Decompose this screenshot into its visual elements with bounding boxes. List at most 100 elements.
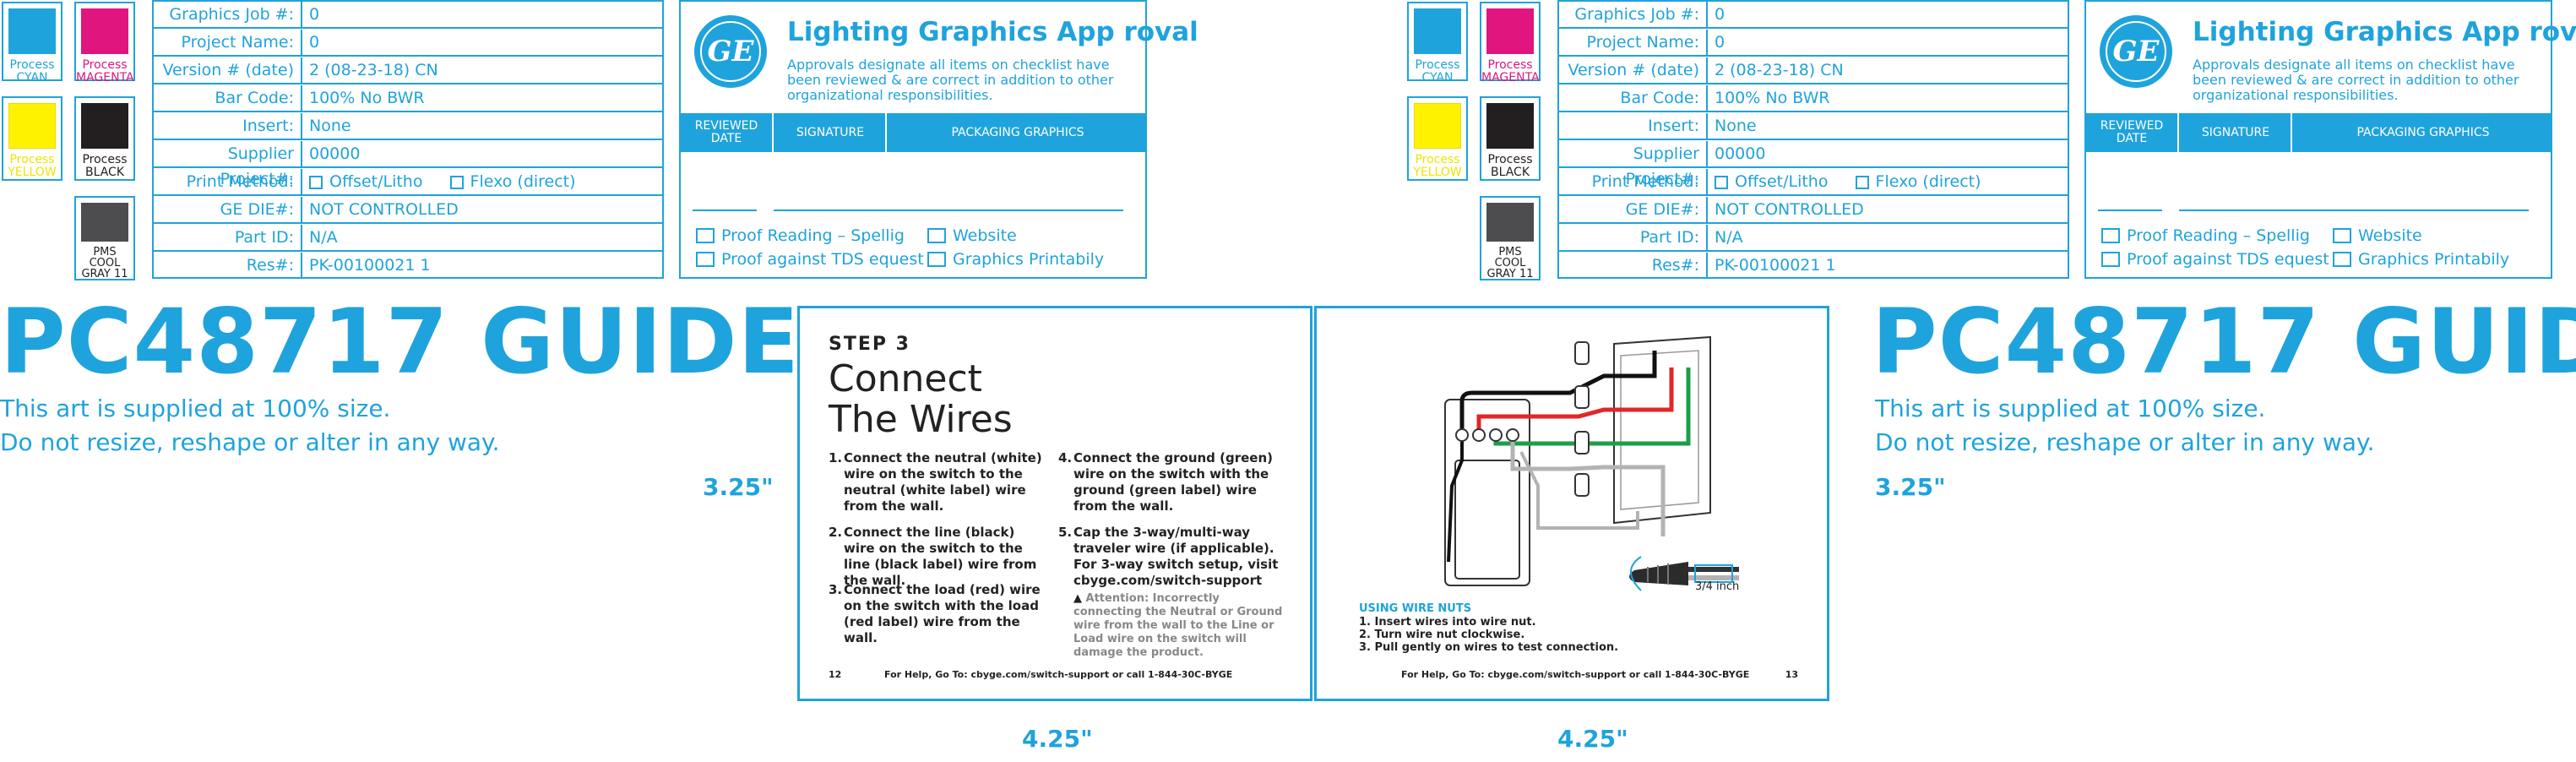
info-row: Res#: PK-00100021 1 xyxy=(1559,253,2068,280)
col-packaging-graphics: PACKAGING GRAPHICS xyxy=(2291,113,2554,152)
checkbox-icon[interactable] xyxy=(696,252,715,267)
check-printability[interactable]: Graphics Printabily xyxy=(927,250,1104,269)
approval-title: Lighting Graphics App roval xyxy=(787,17,1198,47)
check-proof-reading[interactable]: Proof Reading – Spellig xyxy=(2101,226,2310,245)
info-value: N/A xyxy=(309,228,338,247)
job-info-table-left: Graphics Job #:0 Project Name:0 Version … xyxy=(152,0,664,279)
guide-line-2: Do not resize, reshape or alter in any w… xyxy=(1875,428,2375,456)
wire-nuts-step: 2. Turn wire nut clockwise. xyxy=(1359,629,1525,641)
check-proof-tds[interactable]: Proof against TDS equest xyxy=(2101,250,2329,269)
info-row: Graphics Job #: 0 xyxy=(1559,2,2068,29)
check-proof-tds[interactable]: Proof against TDS equest xyxy=(696,250,924,269)
instruction-1: 1.Connect the neutral (white) wire on th… xyxy=(829,450,1042,514)
info-key: Print Method: xyxy=(154,169,302,194)
flexo-label: Flexo (direct) xyxy=(470,172,576,191)
wire-red xyxy=(1476,367,1674,435)
swatch-label: Process BLACK xyxy=(82,153,128,179)
info-key: Res#: xyxy=(1559,253,1708,278)
info-value: NOT CONTROLLED xyxy=(1715,200,1864,219)
instruction-4: 4.Connect the ground (green) wire on the… xyxy=(1058,450,1274,514)
info-key: GE DIE#: xyxy=(1559,197,1708,222)
swatch-label: Process MAGENTA xyxy=(76,58,134,84)
info-value: 0 xyxy=(1715,33,1725,52)
info-key: Project Name: xyxy=(154,30,302,55)
print-method-options: Offset/Litho Flexo (direct) xyxy=(309,169,576,194)
swatch-chip xyxy=(1486,103,1534,149)
height-dimension-right: 3.25" xyxy=(1875,473,1946,501)
swatch-cyan: Process CYAN xyxy=(1407,2,1468,84)
guide-instructions-left: This art is supplied at 100% size. Do no… xyxy=(0,392,500,460)
step-label: STEP 3 xyxy=(829,334,910,355)
flexo-checkbox[interactable] xyxy=(449,176,464,189)
info-key: Part ID: xyxy=(154,225,302,250)
check-label: Website xyxy=(2358,226,2422,245)
wire-nuts-steps: 1. Insert wires into wire nut. 2. Turn w… xyxy=(1359,616,1618,654)
info-value: 0 xyxy=(1715,5,1725,24)
info-value: 100% No BWR xyxy=(309,89,425,107)
swatch-black: Process BLACK xyxy=(1480,96,1541,181)
instruction-3: 3.Connect the load (red) wire on the swi… xyxy=(829,582,1041,645)
info-row: Graphics Job #:0 xyxy=(154,2,662,29)
approval-header-bar: REVIEWED DATE SIGNATURE PACKAGING GRAPHI… xyxy=(681,113,1145,152)
check-website[interactable]: Website xyxy=(2333,226,2422,245)
check-website[interactable]: Website xyxy=(927,226,1017,245)
check-label: Proof Reading – Spellig xyxy=(2127,226,2310,245)
swatch-black: Process BLACK xyxy=(74,96,135,181)
approval-title: Lighting Graphics App roval xyxy=(2193,17,2576,47)
checkbox-icon[interactable] xyxy=(927,252,946,267)
check-printability[interactable]: Graphics Printabily xyxy=(2333,250,2509,269)
approval-panel-right: GE Lighting Graphics App roval Approvals… xyxy=(2084,0,2576,279)
info-value: PK-00100021 1 xyxy=(1715,256,1836,275)
info-row: Part ID:N/A xyxy=(1559,225,2068,252)
checkbox-icon[interactable] xyxy=(927,228,946,243)
info-value: 2 (08-23-18) CN xyxy=(1715,61,1844,79)
checkbox-icon[interactable] xyxy=(2101,252,2120,267)
info-value: NOT CONTROLLED xyxy=(309,200,459,219)
check-label: Proof against TDS equest xyxy=(721,250,924,269)
guide-title-right: PC48717 GUIDE xyxy=(1872,290,2576,394)
guide-line-1: This art is supplied at 100% size. xyxy=(0,395,391,422)
swatch-label: Process CYAN xyxy=(9,58,55,84)
info-key: Version # (date) xyxy=(1559,57,1708,83)
page-number-left: 12 xyxy=(829,669,842,680)
check-label: Graphics Printabily xyxy=(953,250,1105,269)
swatch-chip xyxy=(1414,103,1461,149)
info-key: Version # (date) xyxy=(154,57,302,83)
offset-checkbox[interactable] xyxy=(1715,176,1728,189)
booklet-page-left: STEP 3 Connect The Wires 1.Connect the n… xyxy=(797,306,1312,701)
info-row: Supplier Project#:00000 xyxy=(1559,141,2068,188)
date-line xyxy=(693,210,757,211)
info-row: GE DIE#:NOT CONTROLLED xyxy=(154,197,662,224)
info-key: Insert: xyxy=(1559,113,1708,139)
check-label: Proof against TDS equest xyxy=(2127,250,2329,269)
check-proof-reading[interactable]: Proof Reading – Spellig xyxy=(696,226,905,245)
wire-nuts-title: USING WIRE NUTS xyxy=(1359,602,1472,615)
height-dimension-left: 3.25" xyxy=(703,473,774,501)
checkbox-icon[interactable] xyxy=(2101,228,2120,243)
swatch-chip xyxy=(8,8,56,54)
wire-nut xyxy=(1574,341,1590,365)
info-key: Graphics Job #: xyxy=(1559,2,1708,27)
checkbox-icon[interactable] xyxy=(2333,252,2351,267)
info-row: Project Name:0 xyxy=(1559,30,2068,57)
info-value: 2 (08-23-18) CN xyxy=(309,61,438,79)
swatch-chip xyxy=(1486,203,1534,242)
swatch-magenta: Process MAGENTA xyxy=(74,2,135,84)
info-value: 00000 xyxy=(1715,144,1766,163)
info-key: Res#: xyxy=(154,253,302,278)
col-signature: SIGNATURE xyxy=(772,113,887,152)
offset-checkbox[interactable] xyxy=(309,176,323,189)
flexo-checkbox[interactable] xyxy=(1855,176,1869,189)
col-packaging-graphics: PACKAGING GRAPHICS xyxy=(885,113,1149,152)
offset-label: Offset/Litho xyxy=(329,172,423,191)
check-label: Graphics Printabily xyxy=(2358,250,2510,269)
checkbox-icon[interactable] xyxy=(2333,228,2351,243)
guide-line-1: This art is supplied at 100% size. xyxy=(1875,395,2266,422)
wire-nuts-step: 3. Pull gently on wires to test connecti… xyxy=(1359,641,1619,654)
info-value: None xyxy=(309,117,351,135)
ge-logo-icon: GE xyxy=(694,15,767,88)
wiring-diagram xyxy=(1444,335,1739,591)
swatch-chip xyxy=(1486,8,1534,54)
approval-description: Approvals designate all items on checkli… xyxy=(2193,57,2519,103)
checkbox-icon[interactable] xyxy=(696,228,715,243)
